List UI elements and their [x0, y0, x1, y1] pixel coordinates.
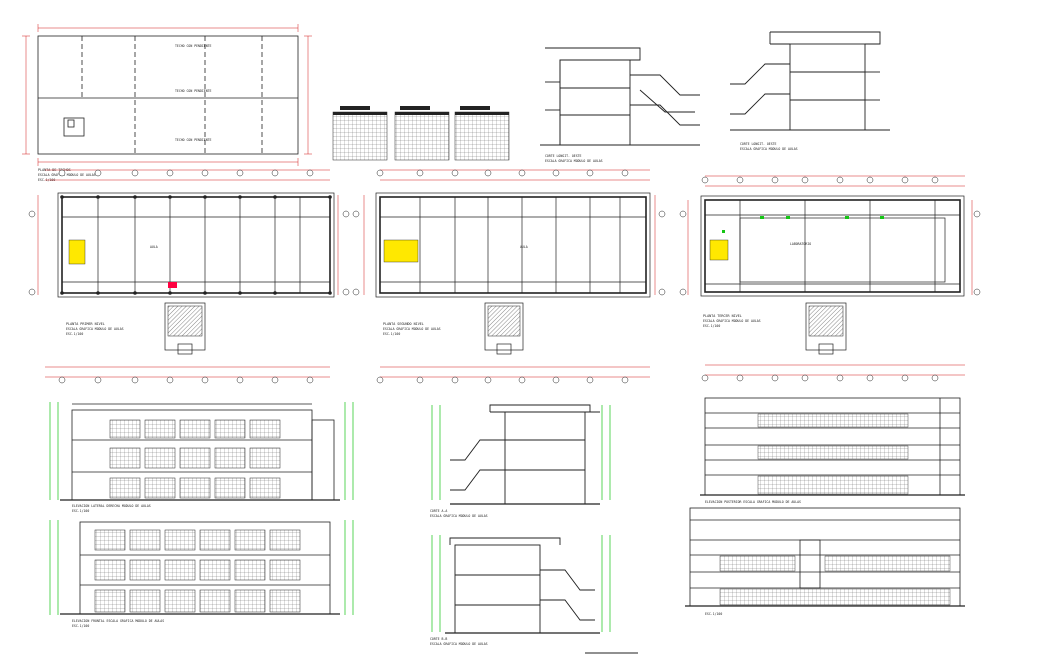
floor-plan-3: [679, 175, 981, 382]
elevation-2-title: ELEVACION FRONTAL ESCALA GRAFICA MODULO …: [72, 619, 164, 623]
plan-1-scale: ESC.1/100: [66, 332, 83, 336]
elevation-1-scale: ESC.1/100: [72, 509, 89, 513]
section-b-subtitle: ESCALA GRAFICA MODULO DE AULAS: [740, 147, 798, 151]
plan-3-room-label: LABORATORIO: [790, 242, 811, 246]
section-a-subtitle: ESCALA GRAFICA MODULO DE AULAS: [545, 159, 603, 163]
floor-plan-2: [352, 169, 666, 384]
roof-plan: [22, 24, 312, 166]
plan-3-subtitle: ESCALA GRAFICA MODULO DE AULAS: [703, 319, 761, 323]
elevation-front: [49, 520, 354, 615]
roof-plan-subtitle: ESCALA GRAFICA MODULO DE AULAS: [38, 173, 96, 177]
section-a-title: CORTE LONGIT. OESTE: [545, 154, 582, 158]
elevation-1-title: ELEVACION LATERAL DERECHA MODULO DE AULA…: [72, 504, 151, 508]
elevation-2-scale: ESC.1/100: [72, 624, 89, 628]
elevation-3-title: ELEVACION POSTERIOR ESCALA GRAFICA MODUL…: [705, 500, 801, 504]
plan-1-title: PLANTA PRIMER NIVEL: [66, 322, 105, 326]
elevation-rear: [685, 397, 965, 607]
plan-3-scale: ESC.1/100: [703, 324, 720, 328]
roof-note-1: TECHO CON PENDIENTE: [175, 44, 212, 48]
top-section-b: [730, 31, 890, 131]
plan-2-title: PLANTA SEGUNDO NIVEL: [383, 322, 424, 326]
section-1-title: CORTE A-A: [430, 509, 447, 513]
plan-1-subtitle: ESCALA GRAFICA MODULO DE AULAS: [66, 327, 124, 331]
elevation-side: [49, 402, 354, 501]
floor-plan-1: [28, 169, 350, 384]
plan-1-room-label: AULA: [150, 245, 158, 249]
plan-2-scale: ESC.1/100: [383, 332, 400, 336]
roof-note-3: TECHO CON PENDIENTE: [175, 138, 212, 142]
schedule-tables: [332, 106, 510, 161]
section-2-subtitle: ESCALA GRAFICA MODULO DE AULAS: [430, 642, 488, 646]
plan-2-subtitle: ESCALA GRAFICA MODULO DE AULAS: [383, 327, 441, 331]
section-b-title: CORTE LONGIT. OESTE: [740, 142, 777, 146]
section-2-title: CORTE B-B: [430, 637, 447, 641]
section-a-a: [431, 404, 611, 505]
elevation-3-scale: ESC.1/100: [705, 612, 722, 616]
section-1-subtitle: ESCALA GRAFICA MODULO DE AULAS: [430, 514, 488, 518]
top-section-a: [540, 47, 700, 146]
plan-3-title: PLANTA TERCER NIVEL: [703, 314, 742, 318]
section-b-b: [431, 535, 611, 634]
roof-note-2: TECHO CON PENDIENTE: [175, 89, 212, 93]
plan-2-room-label: AULA: [520, 245, 528, 249]
